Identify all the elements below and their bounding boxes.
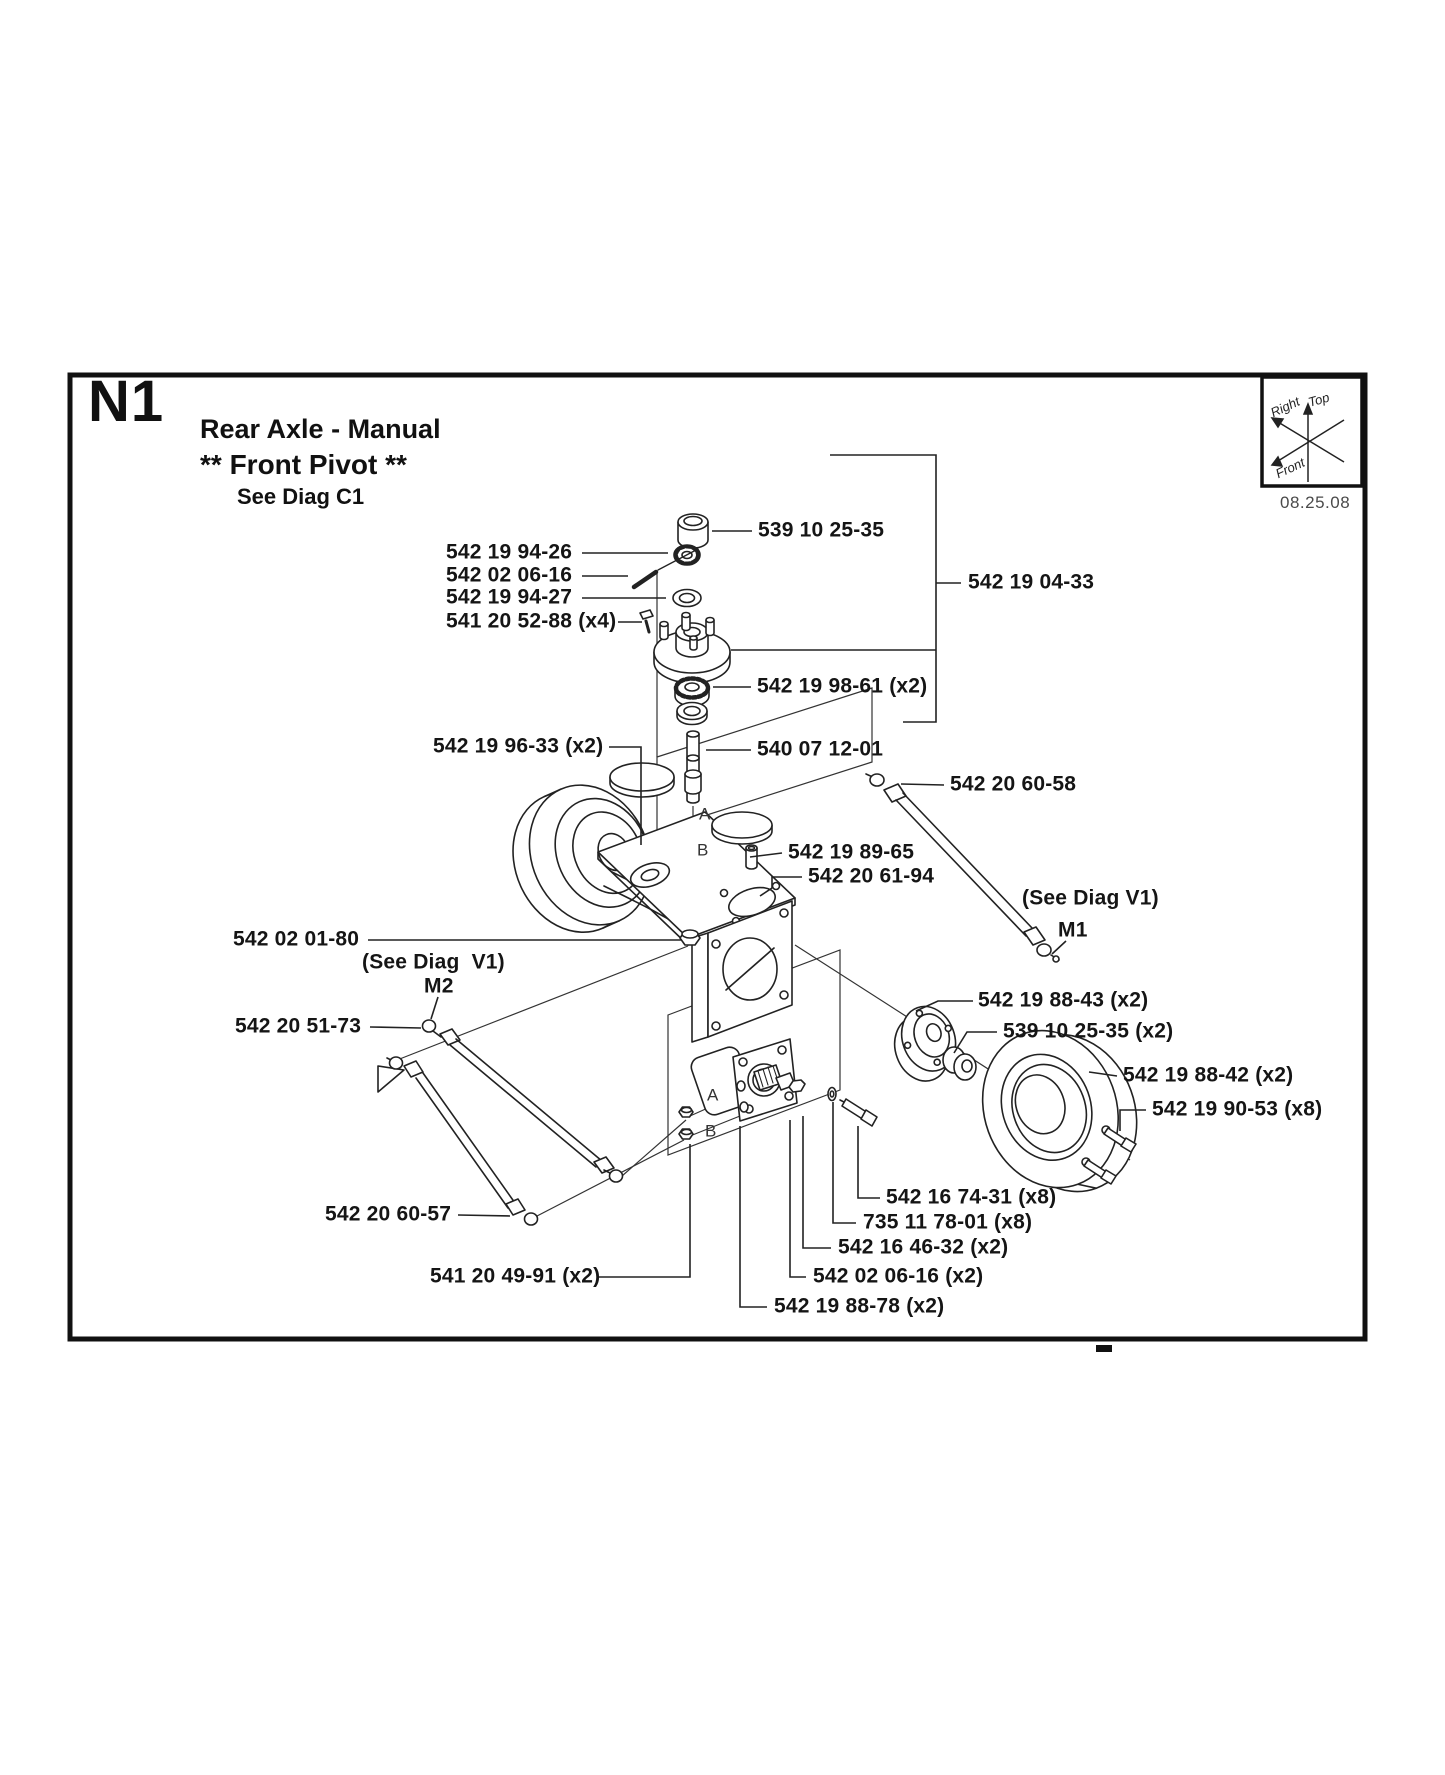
ref-a-upper: A: [699, 804, 711, 824]
tie-rod-60-58: [865, 773, 1060, 963]
label-542-19-98-61: 542 19 98-61 (x2): [757, 674, 928, 698]
label-735-11-78-01: 735 11 78-01 (x8): [863, 1210, 1033, 1234]
label-541-20-52-88: 541 20 52-88 (x4): [446, 609, 617, 633]
diagram-parts: [377, 513, 1138, 1226]
wheel-hub-flange: [893, 1005, 957, 1082]
label-539-10-25-35-x2: 539 10 25-35 (x2): [1003, 1019, 1174, 1043]
orientation-box: [1260, 375, 1364, 488]
label-542-20-60-58: 542 20 60-58: [950, 772, 1077, 796]
pivot-pin: [745, 844, 758, 870]
svg-text:Top: Top: [1306, 390, 1331, 410]
diagram-code: N1: [88, 369, 165, 434]
leader-lines: [368, 454, 1146, 1308]
ref-b-lower: B: [705, 1121, 717, 1141]
label-542-20-61-94: 542 20 61-94: [808, 864, 935, 888]
bearing-race: [676, 701, 708, 726]
ref-b-upper: B: [697, 840, 709, 860]
label-542-19-94-27: 542 19 94-27: [446, 585, 573, 609]
label-see-diag-v1-m1: (See Diag V1): [1022, 886, 1159, 910]
revision-date: 08.25.08: [1280, 493, 1351, 512]
label-m2: M2: [424, 974, 454, 998]
wheel-bearing: [942, 1046, 977, 1081]
label-542-20-51-73: 542 20 51-73: [235, 1014, 362, 1038]
label-542-19-88-78: 542 19 88-78 (x2): [774, 1294, 945, 1318]
label-542-02-06-16: 542 02 06-16: [446, 563, 573, 587]
label-see-diag-v1-m2: (See Diag V1): [362, 950, 505, 974]
label-542-19-96-33: 542 19 96-33 (x2): [433, 734, 604, 758]
hub-bolt: [639, 609, 654, 634]
label-542-02-01-80: 542 02 01-80: [233, 927, 360, 951]
page-frame: [67, 372, 1368, 1352]
flange-washer: [827, 1086, 837, 1102]
pivot-nut: [679, 929, 701, 946]
label-542-20-60-57: 542 20 60-57: [325, 1202, 452, 1226]
pivot-bracket: [691, 900, 793, 1043]
page-title: Rear Axle - Manual: [200, 414, 441, 444]
label-542-19-88-42: 542 19 88-42 (x2): [1123, 1063, 1294, 1087]
hose-nut-a: [678, 1106, 694, 1118]
label-542-19-90-53: 542 19 90-53 (x8): [1152, 1097, 1323, 1121]
label-542-16-46-32: 542 16 46-32 (x2): [838, 1235, 1009, 1259]
label-542-19-04-33: 542 19 04-33: [968, 570, 1095, 594]
hydraulic-motor: [690, 1038, 806, 1122]
orientation-compass-icon: Top Right Front: [1268, 390, 1345, 482]
svg-text:Right: Right: [1268, 393, 1303, 420]
pivot-disc-a: [609, 762, 675, 798]
label-542-02-06-16-x2: 542 02 06-16 (x2): [813, 1264, 984, 1288]
tie-rod-60-57: [377, 1056, 539, 1226]
page-subtitle: ** Front Pivot **: [200, 449, 407, 480]
ref-a-lower: A: [707, 1085, 719, 1105]
see-diag-note: See Diag C1: [237, 484, 365, 509]
tie-rod-51-73: [421, 1019, 624, 1183]
label-542-19-88-43: 542 19 88-43 (x2): [978, 988, 1149, 1012]
axle-housing-plate: [597, 811, 796, 946]
label-540-07-12-01: 540 07 12-01: [757, 737, 884, 761]
pivot-shaft: [684, 730, 702, 804]
hose-nut-b: [678, 1128, 694, 1140]
cotter-pin: [631, 548, 699, 590]
pivot-disc-b: [711, 811, 773, 845]
lug-bolts: [1081, 1125, 1137, 1185]
label-542-19-94-26: 542 19 94-26: [446, 540, 573, 564]
label-m1: M1: [1058, 918, 1088, 942]
label-542-19-89-65: 542 19 89-65: [788, 840, 915, 864]
dust-cap: [677, 513, 709, 549]
label-539-10-25-35: 539 10 25-35: [758, 518, 885, 542]
label-542-16-74-31: 542 16 74-31 (x8): [886, 1185, 1057, 1209]
washer-upper: [672, 588, 702, 608]
flange-bolt: [839, 1098, 878, 1127]
label-541-20-49-91: 541 20 49-91 (x2): [430, 1264, 601, 1288]
registration-tick: [1096, 1345, 1112, 1352]
